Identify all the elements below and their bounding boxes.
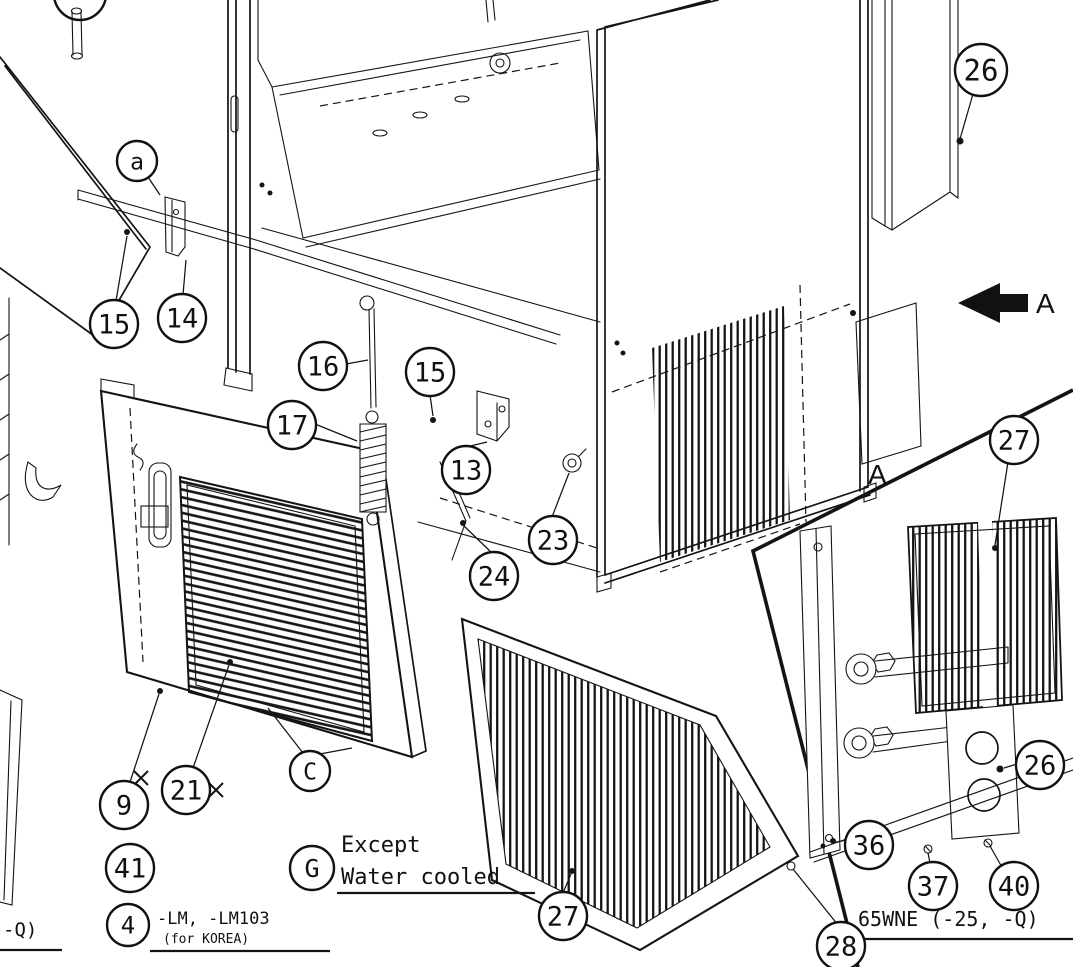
model-code-label: 65WNE (-25, -Q) <box>858 907 1039 931</box>
view-arrow-label: A <box>1036 288 1055 319</box>
left-partial-label: -Q) <box>3 919 37 941</box>
pipe-fittings <box>843 646 1009 759</box>
side-plate <box>855 302 922 465</box>
annotations: A A Except Water cooled -LM, -LM103 (for… <box>0 288 1073 953</box>
screw-37 <box>923 844 933 854</box>
side-panel-26 <box>871 0 964 231</box>
callout-36: 36 <box>843 819 895 871</box>
callout-15: 15 <box>88 298 140 350</box>
callout-41: 41 <box>104 842 156 894</box>
callout-21: 21 <box>160 764 212 816</box>
svg-text:26: 26 <box>1024 751 1057 782</box>
callout-26: 26 <box>953 42 1009 98</box>
callout-leaders <box>115 93 1018 926</box>
hole-panel <box>945 704 1020 840</box>
callout-balloons: 26 a 15 14 16 15 17 13 23 24 27 9 21 C 41 4 G 27 26 36 37 40 2… <box>88 42 1066 967</box>
hook-rod <box>359 295 377 409</box>
hinge-hook <box>24 461 62 501</box>
except-note-line1: Except <box>341 833 420 858</box>
svg-text:41: 41 <box>114 854 147 885</box>
cabinet-vent-grille <box>652 306 790 562</box>
callout-17: 17 <box>266 399 318 451</box>
variant-region-label: (for KOREA) <box>163 932 249 947</box>
screw-15-left <box>124 229 130 235</box>
callout-G: G <box>288 844 336 892</box>
callout-27: 27 <box>988 414 1040 466</box>
callout-15: 15 <box>404 346 456 398</box>
front-grille-louvers <box>178 475 374 743</box>
svg-text:14: 14 <box>166 304 199 335</box>
corner-post <box>223 0 253 392</box>
cabinet-body <box>257 0 922 593</box>
svg-text:26: 26 <box>964 53 999 87</box>
nameplate <box>140 505 169 528</box>
arrow-a-icon <box>958 283 1028 323</box>
callout-28: 28 <box>815 920 867 967</box>
callout-26: 26 <box>1014 739 1066 791</box>
cross-mark-9 <box>133 770 149 786</box>
callout-9: 9 <box>98 779 150 831</box>
callout-13: 13 <box>440 444 492 496</box>
screw-26-right <box>996 765 1004 773</box>
svg-text:4: 4 <box>121 912 135 940</box>
callout-40: 40 <box>988 860 1040 912</box>
svg-text:27: 27 <box>547 902 580 933</box>
svg-text:G: G <box>304 854 319 883</box>
svg-text:15: 15 <box>414 358 447 389</box>
callout-37: 37 <box>907 860 959 912</box>
svg-text:23: 23 <box>537 526 570 557</box>
tension-spring <box>359 410 387 526</box>
svg-text:13: 13 <box>450 456 483 487</box>
grommet <box>562 448 587 473</box>
variant-model-label: -LM, -LM103 <box>157 909 270 929</box>
screw-26-top <box>956 137 964 145</box>
top-left-partial-parts <box>53 0 107 60</box>
svg-text:37: 37 <box>917 872 950 903</box>
callout-27: 27 <box>537 890 589 942</box>
callout-4: 4 <box>105 902 151 948</box>
callout-C: C <box>288 749 332 793</box>
left-edge-assembly <box>0 297 62 906</box>
svg-text:36: 36 <box>853 831 886 862</box>
base-frame <box>77 182 601 345</box>
panel-hole-28 <box>786 861 796 871</box>
door-handle <box>148 462 172 548</box>
svg-text:21: 21 <box>170 776 203 807</box>
svg-text:27: 27 <box>998 426 1031 457</box>
mounting-bracket <box>430 390 510 442</box>
screw-40 <box>983 838 993 848</box>
screw-15-mid <box>430 417 436 423</box>
svg-text:9: 9 <box>116 791 132 822</box>
partial-callout <box>53 0 107 22</box>
front-grille-panel <box>99 378 427 759</box>
svg-text:15: 15 <box>98 310 131 341</box>
svg-text:17: 17 <box>276 411 309 442</box>
detail-view-a <box>750 388 1073 967</box>
svg-text:40: 40 <box>998 872 1031 903</box>
callout-a: a <box>115 139 159 183</box>
detail-view-label: A <box>868 459 887 490</box>
except-note-line2: Water cooled <box>341 865 500 890</box>
bottom-left-panel-edge <box>0 689 23 906</box>
svg-text:a: a <box>130 149 144 175</box>
callout-24: 24 <box>468 550 520 602</box>
detail-frame-channel <box>799 525 841 859</box>
bottom-louver-panel <box>460 617 800 952</box>
svg-text:C: C <box>303 759 317 785</box>
svg-text:24: 24 <box>478 562 511 593</box>
hinge-bracket <box>124 196 186 257</box>
callout-14: 14 <box>156 292 208 344</box>
drain-hole <box>489 52 511 74</box>
svg-text:28: 28 <box>825 932 858 963</box>
callout-16: 16 <box>297 340 349 392</box>
callout-23: 23 <box>527 514 579 566</box>
cross-mark-21 <box>208 782 224 798</box>
svg-text:16: 16 <box>307 352 340 383</box>
view-arrow-a <box>958 283 1028 323</box>
left-door-panel <box>0 56 151 339</box>
